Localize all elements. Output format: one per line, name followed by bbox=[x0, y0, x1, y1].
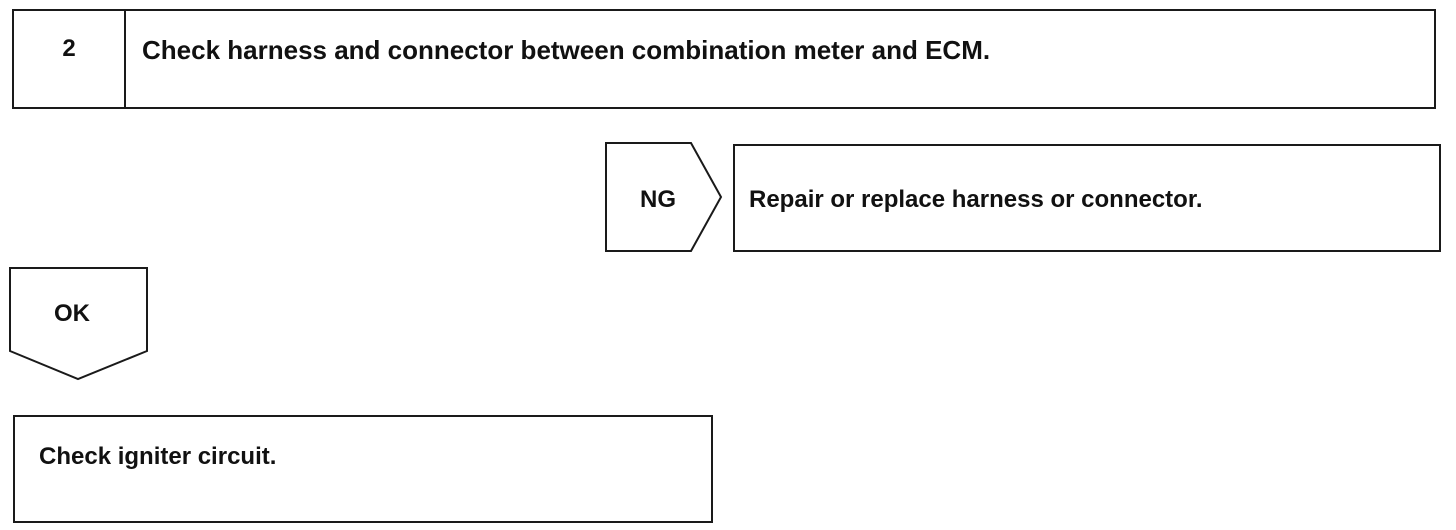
step-number: 2 bbox=[14, 11, 126, 107]
step-title: Check harness and connector between comb… bbox=[142, 35, 991, 65]
ng-label: NG bbox=[640, 186, 676, 213]
ng-arrow-shape bbox=[605, 142, 723, 252]
ok-label: OK bbox=[54, 300, 90, 327]
ng-result-box: Repair or replace harness or connector. bbox=[733, 144, 1441, 252]
ok-result-text: Check igniter circuit. bbox=[39, 443, 277, 470]
step-header-box: 2 Check harness and connector between co… bbox=[12, 9, 1436, 109]
ng-result-text: Repair or replace harness or connector. bbox=[749, 186, 1203, 213]
ok-result-box: Check igniter circuit. bbox=[13, 415, 713, 523]
ok-arrow-shape bbox=[9, 267, 148, 381]
